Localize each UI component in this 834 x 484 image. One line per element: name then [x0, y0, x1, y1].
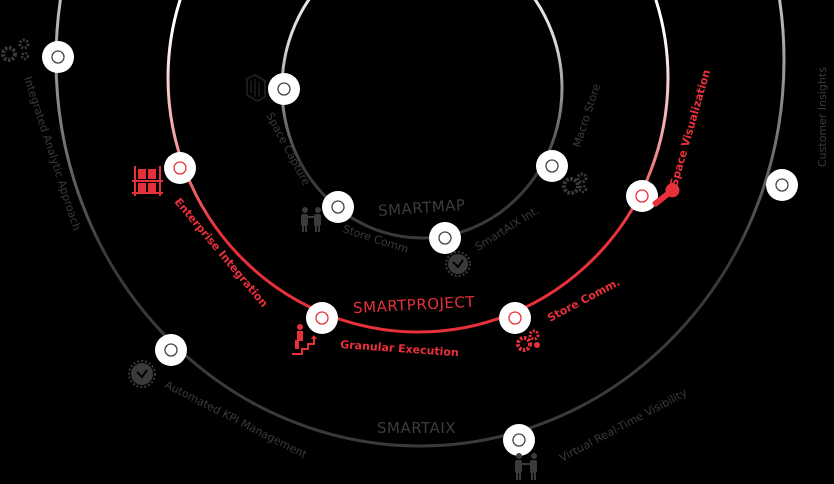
- gears-icon: [562, 172, 588, 195]
- label-space-visualization: Space Visualization: [667, 68, 713, 188]
- label-store-comm-red: Store Comm.: [545, 276, 622, 325]
- two-people-icon: [301, 207, 321, 232]
- node-virtual-visibility[interactable]: [503, 424, 535, 456]
- label-integrated-analytic: Integrated Analytic Approach: [21, 75, 83, 232]
- shelving-icon: [132, 166, 163, 196]
- label-granular-execution: Granular Execution: [340, 338, 459, 359]
- gears-icon-outer: [1, 38, 30, 62]
- label-store-comm: Store Comm: [341, 222, 410, 256]
- node-space-capture[interactable]: [268, 73, 300, 105]
- node-integrated-analytic[interactable]: [42, 41, 74, 73]
- label-virtual-visibility: Virtual Real-Time Visibility: [557, 386, 689, 465]
- ring-title-smartmap: SMARTMAP: [378, 196, 467, 220]
- node-space-visualization[interactable]: [626, 180, 658, 212]
- node-granular-execution[interactable]: [306, 302, 338, 334]
- label-customer-insights: Customer Insights: [816, 67, 829, 167]
- node-automated-kpi[interactable]: [155, 334, 187, 366]
- gear-badge-icon-outer: [128, 360, 156, 388]
- label-smartaix-int: SmartAIX Int.: [473, 204, 542, 254]
- node-macro-store[interactable]: [536, 150, 568, 182]
- label-enterprise-integration: Enterprise Integration: [172, 196, 271, 310]
- node-store-comm[interactable]: [322, 191, 354, 223]
- ring-smartproject: [166, 0, 670, 334]
- two-people-icon-outer: [515, 453, 537, 480]
- spray-icon: [652, 183, 680, 207]
- ring-title-smartaix: SMARTAIX: [377, 419, 456, 437]
- node-smartaix-int[interactable]: [429, 222, 461, 254]
- node-customer-insights[interactable]: [766, 169, 798, 201]
- node-enterprise-integration[interactable]: [164, 152, 196, 184]
- ring-smartaix: [54, 0, 786, 448]
- blueprint-icon: [246, 73, 266, 103]
- ring-title-smartproject: SMARTPROJECT: [353, 293, 476, 317]
- label-macro-store: Macro Store: [570, 82, 603, 149]
- gears-icon-red: [516, 329, 540, 352]
- node-store-comm-red[interactable]: [499, 302, 531, 334]
- gear-badge-icon: [445, 251, 471, 277]
- stairs-climb-icon: [292, 324, 317, 355]
- label-space-capture: Space Capture: [263, 110, 312, 188]
